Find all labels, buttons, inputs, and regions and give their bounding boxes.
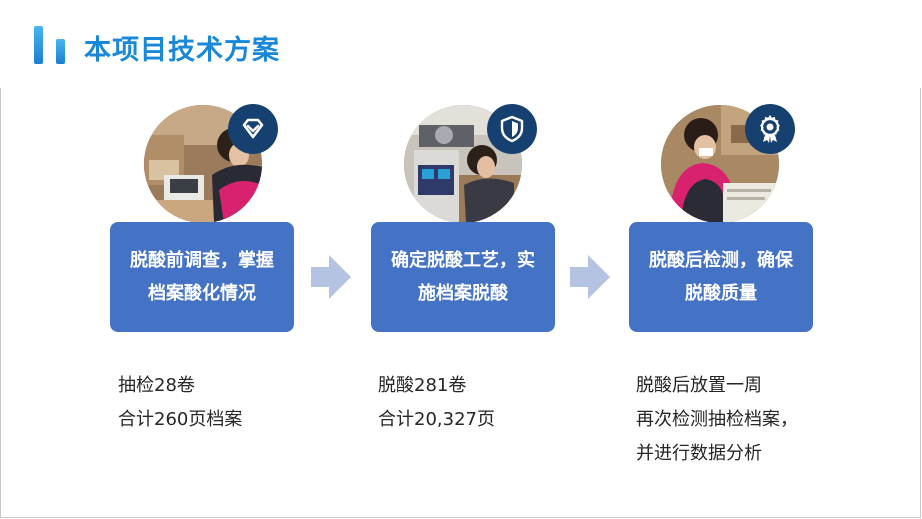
desc-line: 脱酸后放置一周 (636, 375, 762, 396)
step-3-box: 脱酸后检测，确保 脱酸质量 (629, 222, 813, 332)
desc-line: 再次检测抽检档案， (636, 409, 798, 430)
desc-line: 抽检28卷 (118, 375, 195, 396)
desc-line: 脱酸281卷 (378, 375, 467, 396)
step-1-box: 脱酸前调查，掌握 档案酸化情况 (110, 222, 294, 332)
page-title: 本项目技术方案 (84, 35, 280, 66)
frame-left-border (0, 88, 1, 518)
step-1-description: 抽检28卷 合计260页档案 (118, 369, 242, 437)
step-1-label-line2: 档案酸化情况 (148, 283, 256, 304)
step-2-description: 脱酸281卷 合计20,327页 (378, 369, 495, 437)
title-bars-icon (34, 26, 70, 66)
step-1-label-line1: 脱酸前调查，掌握 (130, 250, 274, 271)
step-2-label-line2: 施档案脱酸 (418, 283, 508, 304)
frame-bottom-border (0, 517, 921, 518)
step-3-label-line2: 脱酸质量 (685, 283, 757, 304)
shield-badge (487, 104, 537, 154)
award-badge (745, 104, 795, 154)
desc-line: 合计260页档案 (118, 409, 243, 430)
award-icon (759, 114, 781, 143)
arrow-right-icon (311, 255, 351, 299)
step-3-label-line1: 脱酸后检测，确保 (649, 250, 793, 271)
diamond-badge (228, 104, 278, 154)
shield-icon (500, 115, 524, 143)
arrow-right-icon (570, 255, 610, 299)
frame-right-border (920, 88, 921, 518)
diamond-icon (242, 118, 264, 139)
step-3-description: 脱酸后放置一周 再次检测抽检档案， 并进行数据分析 (636, 369, 798, 471)
worker-inspecting-documents-photo (661, 105, 779, 223)
step-2-label-line1: 确定脱酸工艺，实 (391, 250, 535, 271)
desc-line: 合计20,327页 (378, 409, 495, 430)
desc-line: 并进行数据分析 (636, 443, 762, 464)
step-2-box: 确定脱酸工艺，实 施档案脱酸 (371, 222, 555, 332)
